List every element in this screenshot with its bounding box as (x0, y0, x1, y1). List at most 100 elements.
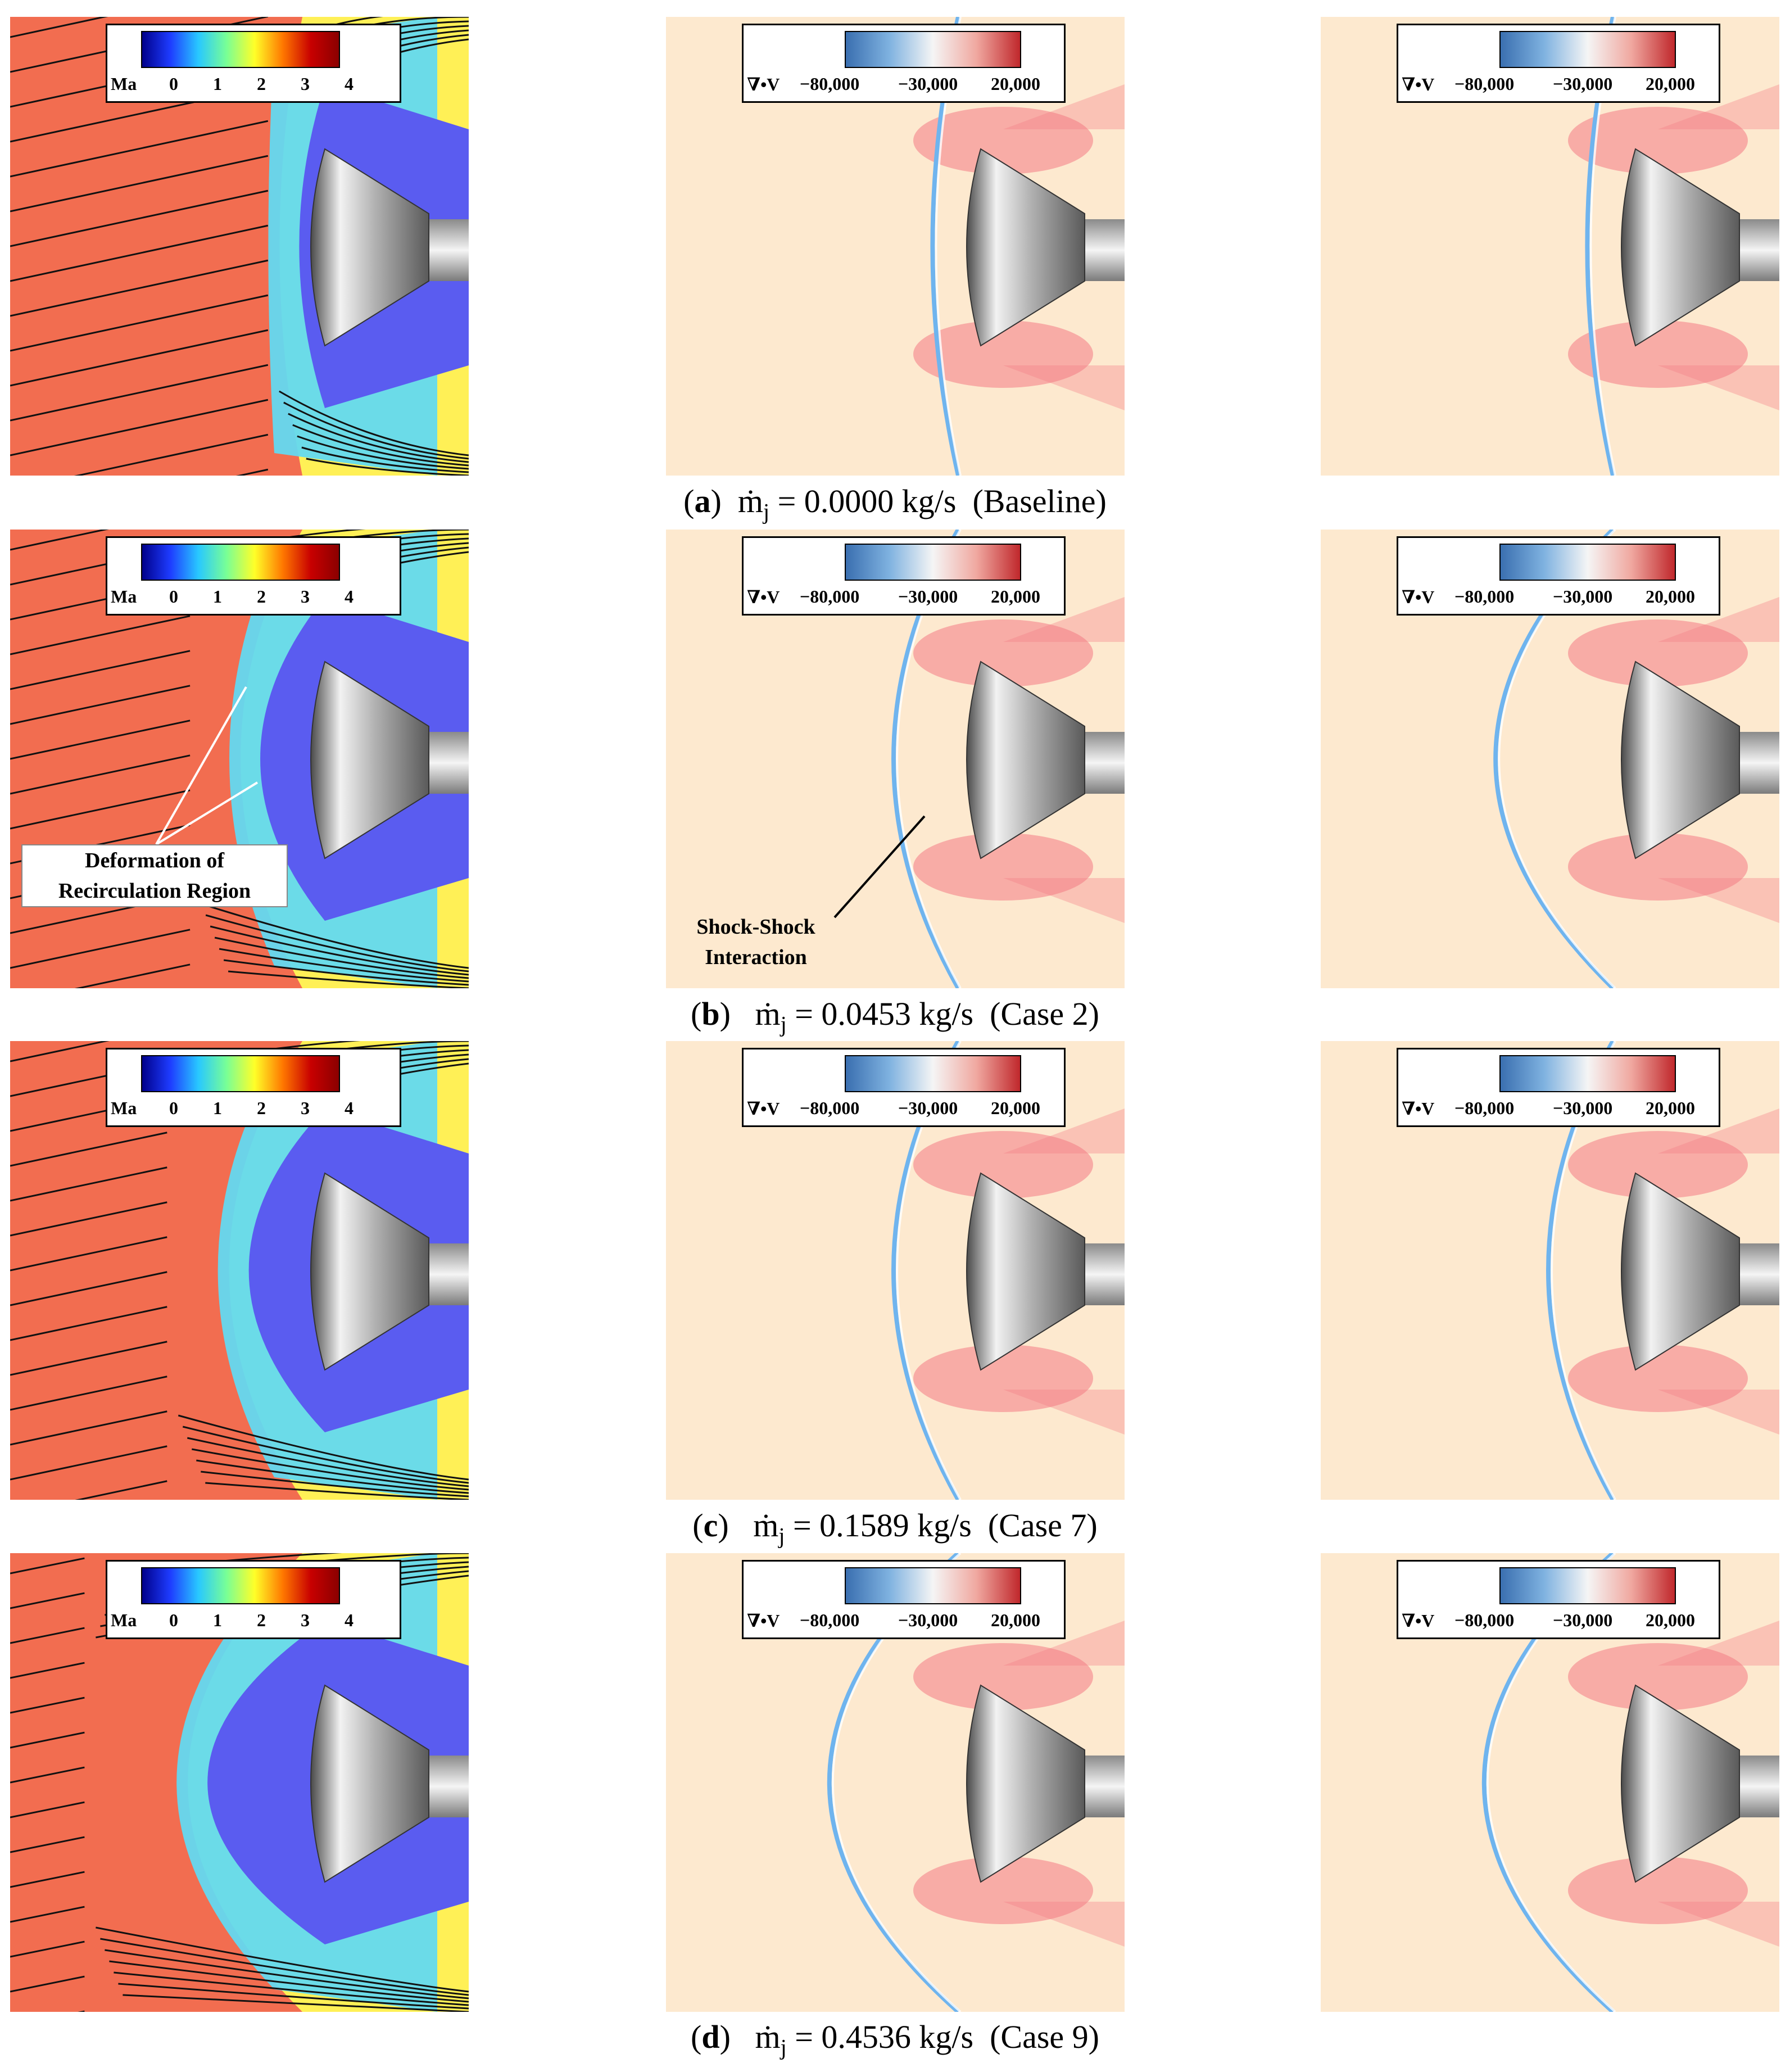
upper-compression-region (1568, 1131, 1748, 1198)
annotation-line: Shock-Shock (696, 915, 815, 939)
annotation-line: Deformation of (85, 849, 224, 872)
divergence-legend-title: ∇•V (747, 1098, 780, 1119)
capsule-model (966, 660, 1125, 859)
mach-legend-tick: 3 (301, 1098, 310, 1118)
divergence-legend-tick: −80,000 (800, 586, 860, 607)
upper-compression-region (913, 619, 1093, 687)
divergence-legend-title: ∇•V (747, 1610, 780, 1631)
divergence-legend-tick: −30,000 (1553, 586, 1613, 607)
mach-legend-tick: 3 (301, 1610, 310, 1630)
lower-compression-region (913, 1345, 1093, 1412)
capsule-model (1621, 148, 1779, 347)
divergence-legend-tick: 20,000 (991, 1610, 1040, 1630)
divergence-legend-tick: −80,000 (1454, 74, 1515, 94)
divergence-colorbar-legend: ∇•V −80,000 −30,000 20,000 (1397, 1560, 1720, 1639)
mach-legend-tick: 1 (213, 586, 222, 607)
mach-colorbar (141, 544, 340, 581)
divergence-legend-tick: 20,000 (1646, 1098, 1695, 1118)
upper-compression-region (1568, 619, 1748, 687)
mach-colorbar (141, 31, 340, 68)
mach-legend-title: Ma (111, 1610, 137, 1630)
mach-legend-tick: 1 (213, 1610, 222, 1630)
lower-compression-region (1568, 1345, 1748, 1412)
divergence-panel-d2: ∇•V −80,000 −30,000 20,000 (1321, 1553, 1779, 2012)
divergence-colorbar (1499, 1055, 1676, 1092)
caption-c: (c) ṁj = 0.1589 kg/s (Case 7) (692, 1507, 1098, 1549)
divergence-legend-tick: −30,000 (1553, 1098, 1613, 1118)
capsule-model (966, 148, 1125, 347)
mach-legend-tick: 4 (345, 586, 354, 607)
divergence-legend-tick: −30,000 (1553, 1610, 1613, 1630)
capsule-model (966, 1172, 1125, 1371)
divergence-legend-tick: 20,000 (1646, 586, 1695, 607)
mach-legend-title: Ma (111, 74, 137, 94)
mach-legend-tick: 4 (345, 1610, 354, 1630)
divergence-legend-title: ∇•V (1402, 1610, 1435, 1631)
annotation-arrows (155, 686, 259, 845)
divergence-colorbar (845, 31, 1021, 68)
mach-legend-tick: 4 (345, 1098, 354, 1118)
upper-compression-region (913, 1131, 1093, 1198)
upper-compression-region (1568, 1643, 1748, 1711)
divergence-legend-tick: 20,000 (991, 74, 1040, 94)
lower-compression-region (913, 1857, 1093, 1924)
mach-legend-tick: 0 (169, 1610, 178, 1630)
mach-legend-tick: 2 (257, 1098, 266, 1118)
mach-legend-tick: 1 (213, 74, 222, 94)
capsule-model (1621, 660, 1779, 859)
capsule-model (966, 1684, 1125, 1883)
divergence-legend-tick: −80,000 (800, 1610, 860, 1630)
capsule-model (1621, 1172, 1779, 1371)
annotation-arrow (833, 815, 926, 919)
mach-legend-tick: 1 (213, 1098, 222, 1118)
divergence-colorbar (1499, 544, 1676, 581)
divergence-legend-tick: −30,000 (898, 74, 958, 94)
divergence-colorbar (845, 1055, 1021, 1092)
divergence-legend-title: ∇•V (1402, 74, 1435, 94)
mach-legend-tick: 0 (169, 586, 178, 607)
caption-a: (a) ṁj = 0.0000 kg/s (Baseline) (683, 483, 1107, 524)
mach-legend-tick: 2 (257, 74, 266, 94)
lower-compression-region (913, 833, 1093, 901)
caption-b: (b) ṁj = 0.0453 kg/s (Case 2) (691, 996, 1099, 1037)
mach-colorbar (141, 1567, 340, 1604)
divergence-legend-tick: −80,000 (1454, 1610, 1515, 1630)
annotation-line: Interaction (705, 945, 807, 969)
capsule-model (310, 660, 469, 859)
divergence-legend-tick: −80,000 (1454, 1098, 1515, 1118)
mach-legend-title: Ma (111, 586, 137, 607)
upper-compression-region (1568, 107, 1748, 174)
divergence-legend-tick: 20,000 (1646, 74, 1695, 94)
lower-compression-region (1568, 1857, 1748, 1924)
mach-legend-tick: 0 (169, 74, 178, 94)
capsule-model (310, 1172, 469, 1371)
divergence-legend-tick: −30,000 (898, 586, 958, 607)
mach-legend-tick: 3 (301, 586, 310, 607)
annotation-line: Recirculation Region (58, 879, 251, 903)
capsule-model (310, 1684, 469, 1883)
divergence-colorbar (845, 544, 1021, 581)
divergence-legend-tick: 20,000 (1646, 1610, 1695, 1630)
mach-legend-tick: 0 (169, 1098, 178, 1118)
divergence-legend-tick: −80,000 (800, 1098, 860, 1118)
divergence-colorbar (845, 1567, 1021, 1604)
lower-compression-region (913, 320, 1093, 388)
upper-compression-region (913, 107, 1093, 174)
divergence-legend-tick: 20,000 (991, 586, 1040, 607)
divergence-legend-tick: −30,000 (898, 1098, 958, 1118)
mach-colorbar (141, 1055, 340, 1092)
mach-legend-title: Ma (111, 1098, 137, 1118)
divergence-legend-title: ∇•V (747, 74, 780, 94)
divergence-legend-title: ∇•V (1402, 587, 1435, 607)
